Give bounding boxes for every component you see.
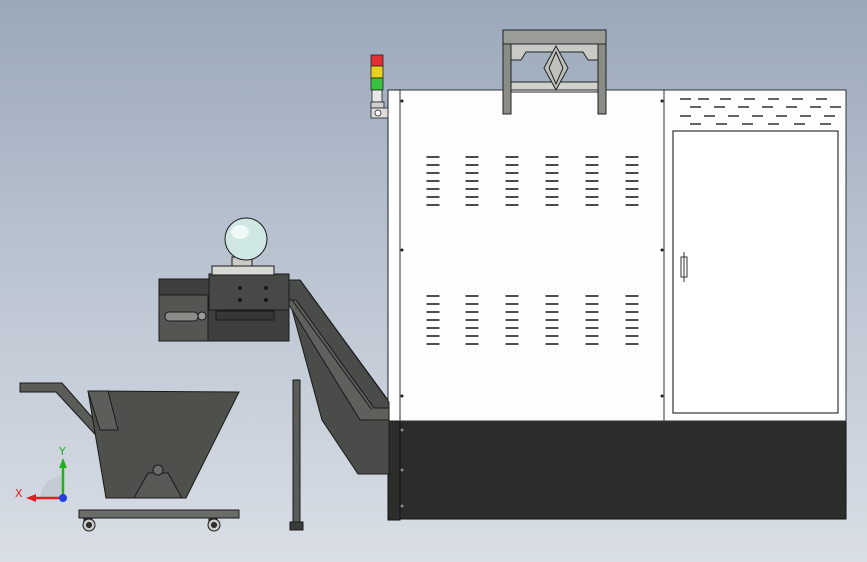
axis-x-label: X bbox=[15, 487, 23, 500]
cart-wheel bbox=[207, 517, 221, 532]
signal-light-yellow bbox=[370, 65, 384, 79]
chip-cart bbox=[19, 382, 240, 532]
lifting-frame bbox=[502, 29, 607, 115]
electrical-cabinet-door[interactable] bbox=[672, 130, 839, 414]
signal-tower bbox=[370, 54, 389, 119]
vent-slots-side bbox=[680, 98, 841, 125]
vent-slots-upper bbox=[426, 156, 639, 206]
conveyor-motor-dome bbox=[224, 217, 268, 261]
signal-light-red bbox=[370, 54, 384, 67]
panel-screws bbox=[400, 99, 664, 508]
chip-conveyor bbox=[158, 217, 390, 531]
machine-enclosure bbox=[387, 89, 847, 521]
logo-diamond-icon bbox=[543, 44, 569, 92]
cart-wheel bbox=[82, 517, 96, 532]
axes-triad: Y X bbox=[15, 445, 67, 502]
axis-y-label: Y bbox=[58, 445, 66, 458]
vent-slots-lower bbox=[426, 295, 639, 345]
machine-base bbox=[387, 419, 847, 520]
signal-light-green bbox=[370, 77, 384, 91]
door-handle-icon[interactable] bbox=[680, 252, 688, 282]
